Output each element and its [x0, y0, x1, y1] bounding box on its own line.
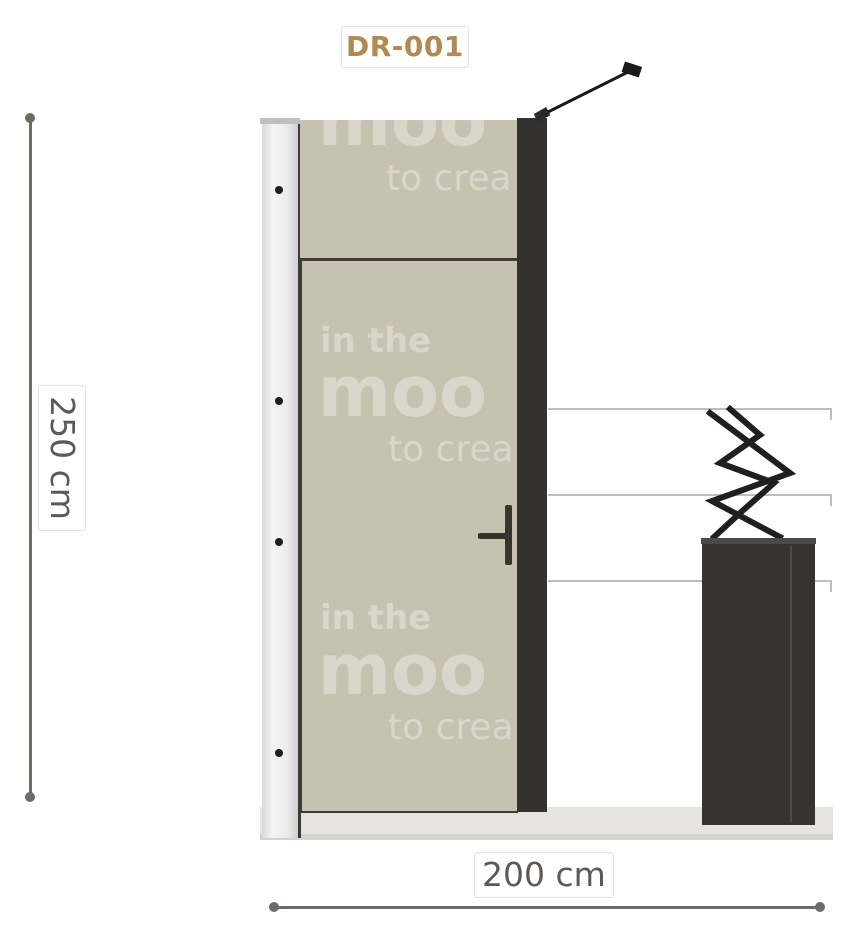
door-graphic-line3-upper: to crea: [388, 429, 514, 470]
display-pedestal: [702, 541, 815, 825]
spotlight-icon: [533, 61, 643, 122]
top-panel-word-large: moo: [318, 120, 488, 162]
door-graphic-line2-lower: moo: [318, 629, 488, 711]
height-dimension-text: 250 cm: [43, 396, 82, 520]
width-dimension-end-dot: [815, 902, 825, 912]
door-graphic-line2-upper: moo: [318, 351, 488, 433]
width-dimension-text: 200 cm: [482, 855, 606, 894]
product-code-badge: DR-001: [341, 26, 469, 68]
frame-bolt-4: [275, 749, 283, 757]
frame-bolt-1: [275, 186, 283, 194]
door-graphic-line3-lower: to crea: [388, 707, 514, 748]
left-frame-profile: [262, 120, 301, 838]
shelf-end-3: [830, 580, 832, 592]
door-side-post: [517, 118, 547, 812]
height-dimension-start-dot: [25, 113, 35, 123]
shelf-line-3: [548, 580, 832, 582]
panel-divider: [300, 258, 517, 261]
left-frame-cap: [260, 118, 300, 124]
width-dimension-label: 200 cm: [474, 852, 614, 898]
top-panel-word-small: to crea: [386, 158, 512, 199]
door-panel: in the moo to crea in the moo to crea: [300, 261, 518, 813]
shelf-end-2: [830, 494, 832, 506]
height-dimension-line: [29, 118, 32, 798]
frame-bolt-3: [275, 538, 283, 546]
height-dimension-label: 250 cm: [38, 385, 86, 531]
frame-bolt-2: [275, 397, 283, 405]
booth-floor-edge: [260, 834, 833, 840]
pedestal-edge: [790, 546, 792, 822]
top-graphic-panel: moo to crea: [300, 120, 517, 258]
width-dimension-start-dot: [269, 902, 279, 912]
door-graphic-line1-upper: in the: [320, 321, 432, 361]
product-code: DR-001: [346, 30, 464, 63]
shelf-end-1: [830, 408, 832, 420]
height-dimension-end-dot: [25, 792, 35, 802]
pedestal-top: [701, 538, 816, 544]
zigzag-sculpture-icon: [704, 405, 797, 542]
door-graphic-line1-lower: in the: [320, 598, 432, 638]
shelf-line-1: [548, 408, 832, 410]
shelf-line-2: [548, 494, 832, 496]
door-handle-lever: [478, 533, 512, 539]
width-dimension-line: [274, 906, 820, 909]
